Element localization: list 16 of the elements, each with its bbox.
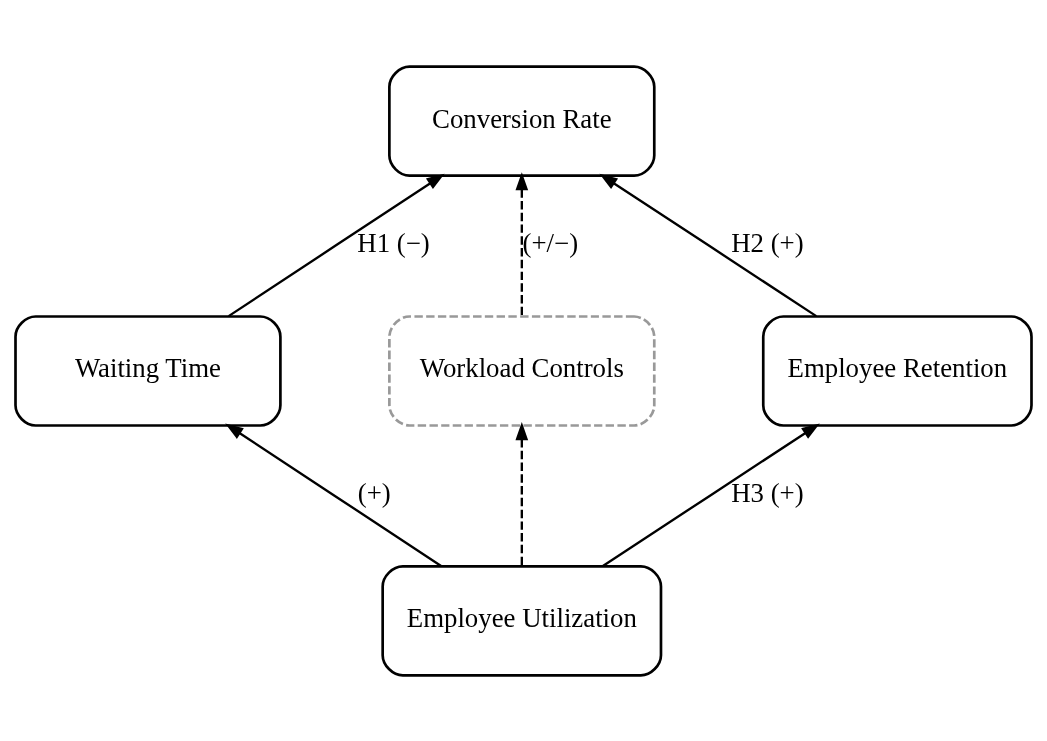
node-box: Workload Controls (388, 314, 656, 427)
arrow (515, 421, 529, 566)
arrow (602, 423, 820, 567)
edge-label: H2 (+) (731, 227, 804, 258)
node-box: Conversion Rate (388, 64, 656, 177)
arrow (599, 173, 817, 317)
node-box: Employee Utilization (381, 564, 663, 677)
edge-label: H3 (+) (731, 477, 804, 508)
edge-label: H1 (−) (357, 227, 430, 258)
arrow (515, 171, 529, 316)
node-box: Employee Retention (761, 314, 1033, 427)
node-box: Waiting Time (14, 314, 282, 427)
edge-label: (+) (357, 477, 391, 508)
arrow (228, 173, 445, 317)
arrow (225, 423, 442, 567)
edge-label: (+/−) (522, 227, 579, 258)
